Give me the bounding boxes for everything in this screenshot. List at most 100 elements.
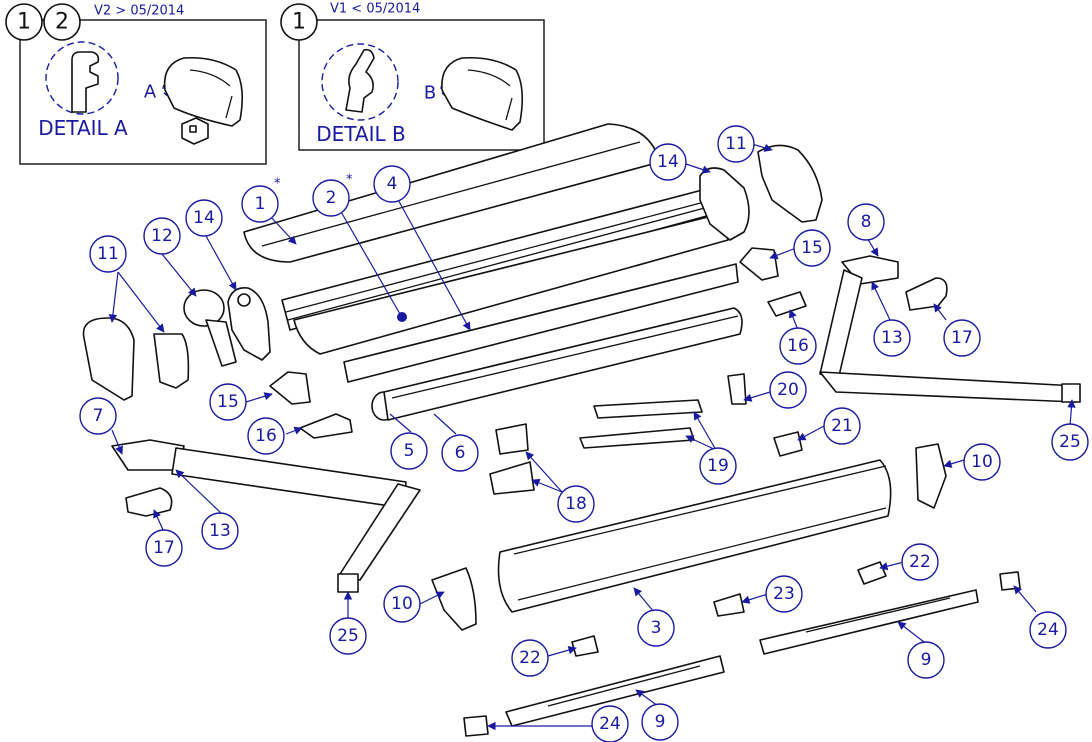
callout-16: 16 <box>247 417 285 455</box>
frame-number-circle <box>280 3 318 41</box>
svg-text:3: 3 <box>651 618 662 638</box>
callout-17: 17 <box>145 529 183 567</box>
frame-number: 1 <box>292 10 306 35</box>
svg-text:1: 1 <box>255 194 266 214</box>
svg-text:13: 13 <box>881 328 903 348</box>
front-profile <box>497 459 892 613</box>
callout-13: 13 <box>201 512 239 550</box>
svg-text:25: 25 <box>1059 432 1081 452</box>
rail-upper <box>593 399 703 419</box>
callout-24: 24 <box>1029 611 1067 649</box>
motor-head <box>183 289 225 327</box>
frame-number-circle <box>43 3 81 41</box>
mount-24-left <box>463 715 489 737</box>
callout-6: 6 <box>441 434 479 472</box>
detail-frame-v2: 1 2 V2 > 05/2014 DETAIL A A <box>5 3 267 165</box>
callout-17: 17 <box>943 319 981 357</box>
callout-11: 11 <box>89 235 127 273</box>
clip-23 <box>713 593 745 617</box>
clip-plate <box>495 423 529 455</box>
detail-b-profile <box>345 48 375 113</box>
callout-20: 20 <box>769 371 807 409</box>
svg-text:22: 22 <box>519 648 541 668</box>
svg-text:8: 8 <box>861 212 872 232</box>
svg-text:6: 6 <box>455 443 466 463</box>
end-cap-drawing <box>163 56 244 127</box>
shaft-left <box>299 413 353 439</box>
parts-drawing <box>82 123 1081 737</box>
svg-text:15: 15 <box>217 392 239 412</box>
callout-13: 13 <box>873 319 911 357</box>
profile-marker-dot <box>397 312 407 322</box>
cover-right <box>905 277 948 311</box>
callout-21: 21 <box>823 407 861 445</box>
callouts: 1 * 2 * 3 4 5 6 7 8 9 9 10 10 11 11 12 1… <box>79 125 1089 742</box>
svg-text:7: 7 <box>93 406 104 426</box>
svg-text:24: 24 <box>599 714 621 734</box>
front-bar <box>343 263 739 383</box>
shaft-right <box>767 291 807 317</box>
svg-text:25: 25 <box>337 626 359 646</box>
clip-22-left <box>571 635 599 657</box>
svg-text:2: 2 <box>326 188 337 208</box>
callout-10: 10 <box>383 585 421 623</box>
callout-2: 2 <box>312 179 350 217</box>
detail-a-profile <box>71 51 100 113</box>
callout-1-asterisk: * <box>274 177 281 192</box>
svg-text:15: 15 <box>801 238 823 258</box>
callout-18: 18 <box>557 485 595 523</box>
callout-25: 25 <box>329 617 367 655</box>
left-arm-lower <box>339 483 421 581</box>
detail-a-magnifier <box>45 41 119 115</box>
frame-number: 1 <box>17 10 31 35</box>
svg-text:22: 22 <box>909 552 931 572</box>
left-bracket <box>227 286 271 361</box>
detail-frame-v1: 1 V1 < 05/2014 DETAIL B B <box>280 2 545 151</box>
svg-text:14: 14 <box>657 152 679 172</box>
callout-3: 3 <box>637 609 675 647</box>
callout-8: 8 <box>847 203 885 241</box>
svg-text:17: 17 <box>153 538 175 558</box>
cover-left <box>125 487 173 517</box>
svg-text:9: 9 <box>655 712 666 732</box>
end-cap-drawing <box>441 56 524 131</box>
version-label: V2 > 05/2014 <box>94 4 184 19</box>
callout-9: 9 <box>641 703 679 741</box>
callout-7: 7 <box>79 397 117 435</box>
telescopic-bar-right <box>759 589 979 655</box>
callout-22: 22 <box>511 639 549 677</box>
clip-22-right <box>857 561 887 585</box>
bracket-left <box>269 371 311 405</box>
end-cap-right <box>757 144 823 223</box>
svg-text:10: 10 <box>971 452 993 472</box>
bracket-right <box>739 247 779 281</box>
callout-16: 16 <box>779 327 817 365</box>
callout-2-asterisk: * <box>346 173 353 188</box>
right-arm-lower <box>819 371 1077 403</box>
end-cap-left-outer <box>82 317 135 401</box>
svg-text:12: 12 <box>151 226 173 246</box>
leader-lines <box>108 143 1076 731</box>
callout-12: 12 <box>143 217 181 255</box>
callout-15: 15 <box>209 383 247 421</box>
svg-text:13: 13 <box>209 521 231 541</box>
callout-15: 15 <box>793 229 831 267</box>
callout-19: 19 <box>699 447 737 485</box>
callout-24: 24 <box>591 705 629 742</box>
svg-text:19: 19 <box>707 456 729 476</box>
callout-14: 14 <box>185 199 223 237</box>
callout-5: 5 <box>390 432 428 470</box>
callout-25: 25 <box>1051 423 1089 461</box>
right-arm-upper <box>819 269 863 381</box>
callout-14: 14 <box>649 143 687 181</box>
detail-b-magnifier <box>321 43 399 121</box>
side-cap-right <box>915 443 947 509</box>
small-clamp <box>773 431 803 457</box>
end-cap-left-inner <box>153 333 190 389</box>
svg-text:9: 9 <box>921 650 932 670</box>
svg-text:24: 24 <box>1037 620 1059 640</box>
callout-10: 10 <box>963 443 1001 481</box>
svg-text:18: 18 <box>565 494 587 514</box>
mount-24-right <box>999 571 1021 591</box>
